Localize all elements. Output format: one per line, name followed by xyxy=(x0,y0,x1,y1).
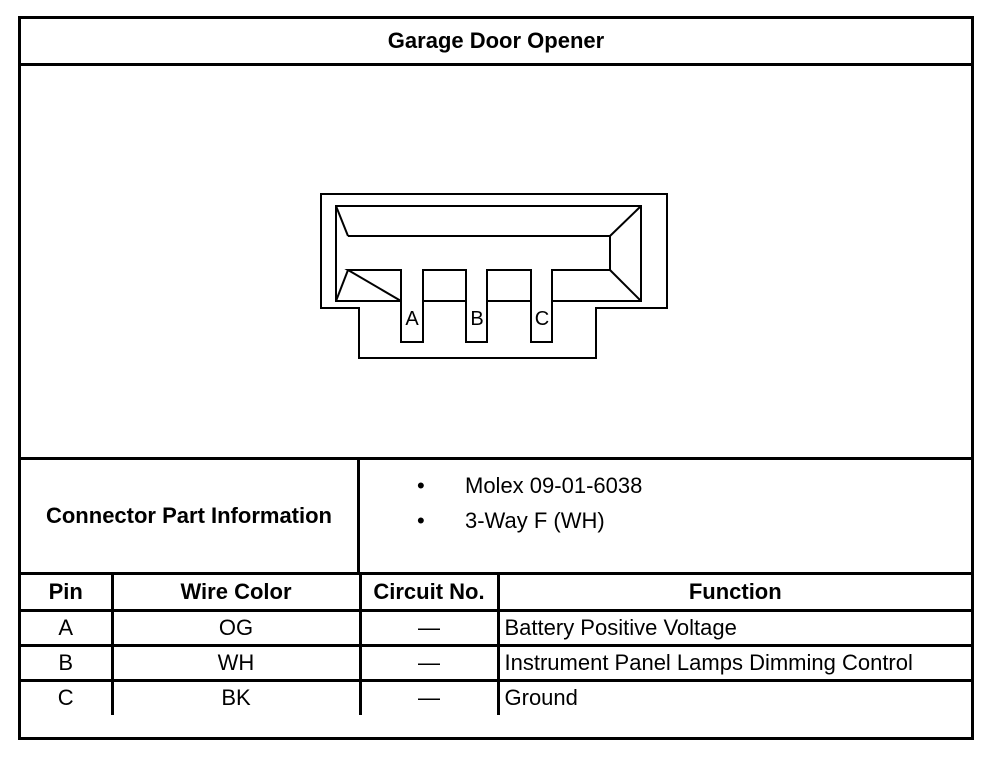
header-function: Function xyxy=(496,575,971,612)
pin-label-c: C xyxy=(535,308,549,330)
pin-label-a: A xyxy=(405,308,419,330)
connector-inner-face xyxy=(344,235,611,303)
connector-sheet: Garage Door Opener A B C xyxy=(18,16,974,740)
part-number: Molex 09-01-6038 xyxy=(465,473,643,498)
header-circuit-no: Circuit No. xyxy=(358,575,500,612)
cell-wire-color: OG xyxy=(110,608,362,647)
connector-inner-outline xyxy=(335,205,642,343)
cell-pin: A xyxy=(21,608,114,647)
table-row: B WH — Instrument Panel Lamps Dimming Co… xyxy=(21,643,971,682)
connector-face-drawing: A B C xyxy=(320,193,668,359)
table-row: C BK — Ground xyxy=(21,678,971,715)
bullet-icon: • xyxy=(417,508,425,533)
bevel-line xyxy=(335,205,349,237)
page-title: Garage Door Opener xyxy=(21,19,971,66)
cell-wire-color: BK xyxy=(110,678,362,715)
cell-pin: C xyxy=(21,678,114,715)
cell-function: Instrument Panel Lamps Dimming Control xyxy=(496,643,971,682)
part-info-label: Connector Part Information xyxy=(21,460,360,572)
cell-wire-color: WH xyxy=(110,643,362,682)
connector-diagram: A B C xyxy=(21,66,971,457)
bevel-line xyxy=(609,205,642,237)
connector-type: 3-Way F (WH) xyxy=(465,508,605,533)
part-info-list: • Molex 09-01-6038 • 3-Way F (WH) xyxy=(360,460,971,584)
cell-circuit: — xyxy=(358,678,500,715)
header-pin: Pin xyxy=(21,575,114,612)
cell-pin: B xyxy=(21,643,114,682)
table-row: A OG — Battery Positive Voltage xyxy=(21,608,971,647)
pinout-table: Pin Wire Color Circuit No. Function A OG… xyxy=(21,575,971,715)
cell-function: Ground xyxy=(496,678,971,715)
list-item: • 3-Way F (WH) xyxy=(360,507,971,542)
header-wire-color: Wire Color xyxy=(110,575,362,612)
list-item: • Molex 09-01-6038 xyxy=(360,472,971,507)
connector-part-info: Connector Part Information • Molex 09-01… xyxy=(21,457,971,575)
bevel-line xyxy=(335,269,349,302)
cell-function: Battery Positive Voltage xyxy=(496,608,971,647)
cell-circuit: — xyxy=(358,608,500,647)
bevel-line xyxy=(609,269,642,302)
pin-label-b: B xyxy=(470,308,483,330)
connector-housing-outline xyxy=(320,193,668,359)
table-header-row: Pin Wire Color Circuit No. Function xyxy=(21,575,971,612)
cell-circuit: — xyxy=(358,643,500,682)
bullet-icon: • xyxy=(417,473,425,498)
